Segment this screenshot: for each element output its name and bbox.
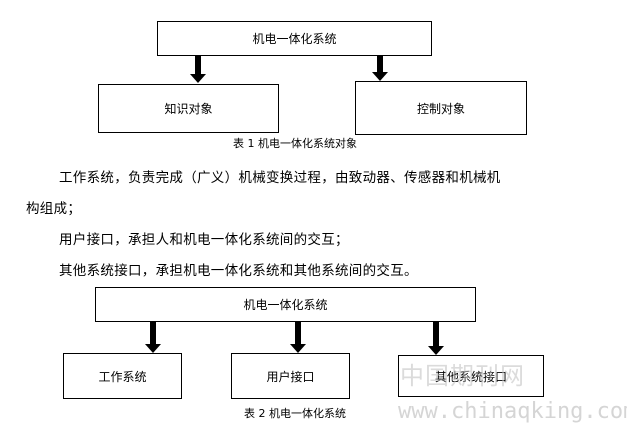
paragraph-user-interface: 用户接口，承担人和机电一体化系统间的交互； <box>59 232 349 248</box>
diagram1-left-box: 知识对象 <box>98 84 279 133</box>
arrow-down-icon <box>428 322 444 355</box>
arrow-down-icon <box>145 322 161 353</box>
arrow-down-icon <box>190 56 206 83</box>
diagram2-right-box: 其他系统接口 <box>398 355 544 397</box>
diagram1-top-label: 机电一体化系统 <box>252 32 337 46</box>
diagram2-middle-box: 用户接口 <box>231 353 350 399</box>
paragraph-work-system-line2: 构组成； <box>26 201 82 217</box>
watermark-url: www.chinaqking.com <box>398 399 627 424</box>
diagram1-right-box: 控制对象 <box>355 81 527 135</box>
watermark-chinese-text: 中国期刊网 <box>400 362 525 390</box>
diagram2-right-label: 其他系统接口 <box>434 369 507 384</box>
diagram2-top-box: 机电一体化系统 <box>95 287 476 322</box>
diagram2-left-box: 工作系统 <box>63 353 182 399</box>
paragraph-other-interface: 其他系统接口，承担机电一体化系统和其他系统间的交互。 <box>59 263 418 279</box>
diagram1-right-label: 控制对象 <box>416 101 465 116</box>
arrow-down-icon <box>372 56 388 81</box>
diagram2-left-label: 工作系统 <box>98 369 147 384</box>
diagram2-middle-label: 用户接口 <box>266 369 315 384</box>
arrow-down-icon <box>290 322 306 353</box>
diagram2-caption: 表 2 机电一体化系统 <box>244 407 346 420</box>
diagram2-top-label: 机电一体化系统 <box>243 298 328 312</box>
diagram1-left-label: 知识对象 <box>164 102 213 116</box>
diagram1-caption: 表 1 机电一体化系统对象 <box>233 137 357 150</box>
paragraph-work-system-line1: 工作系统，负责完成（广义）机械变换过程，由致动器、传感器和机械机 <box>59 170 501 186</box>
diagram1-top-box: 机电一体化系统 <box>157 21 432 56</box>
